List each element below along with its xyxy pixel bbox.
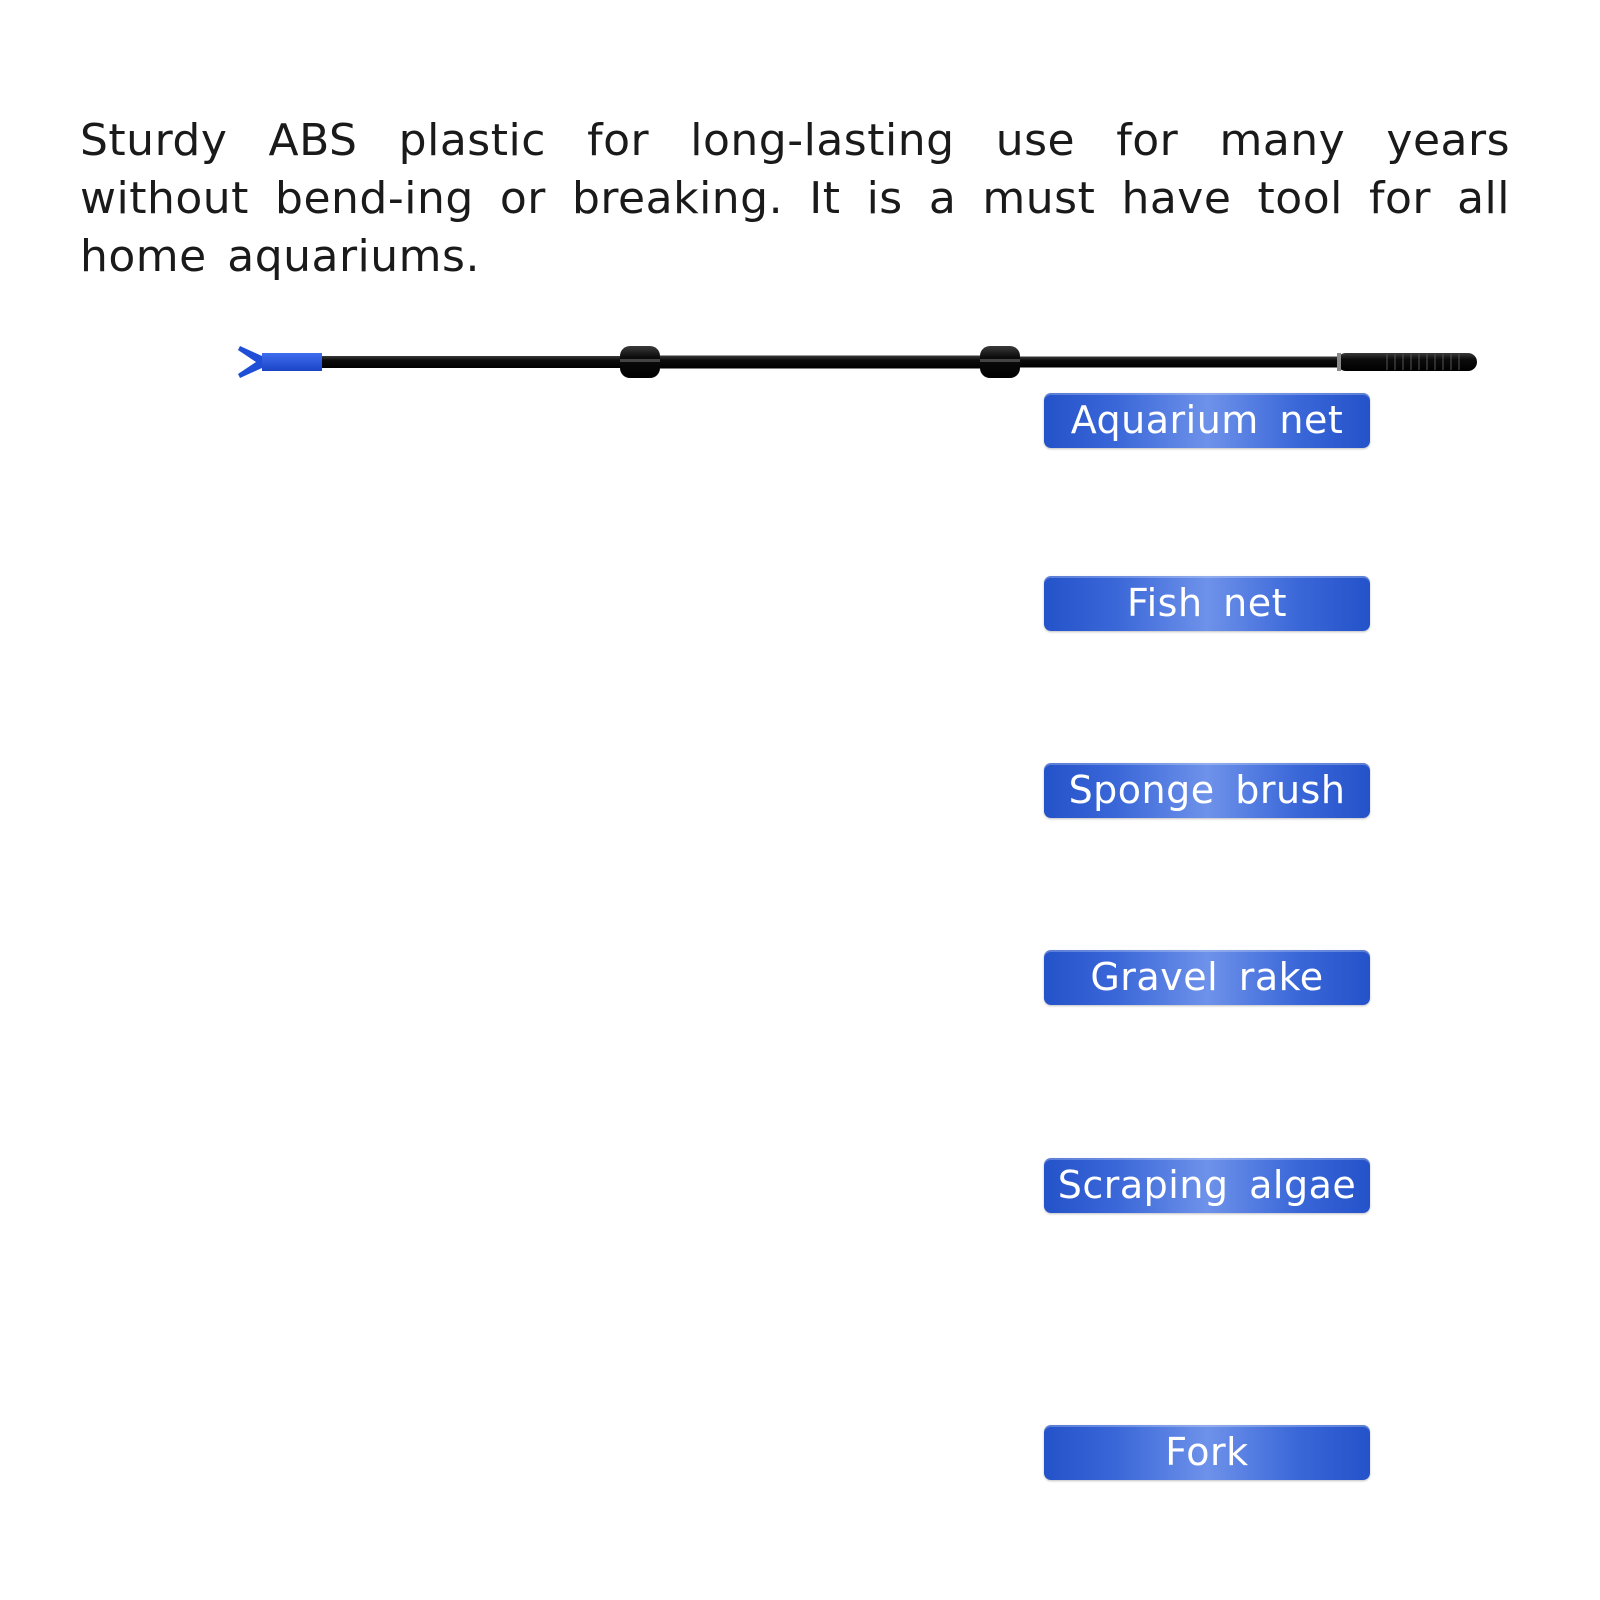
tool-label-4: Scraping algae	[1044, 1158, 1370, 1213]
tool-label-2: Sponge brush	[1044, 763, 1370, 818]
tool-label-1: Fish net	[1044, 576, 1370, 631]
tool-label-5: Fork	[1044, 1425, 1370, 1480]
tool-label-0: Aquarium net	[1044, 393, 1370, 448]
fork-head-icon	[238, 346, 322, 378]
product-description: Sturdy ABS plastic for long-lasting use …	[80, 115, 1510, 282]
tool-label-3: Gravel rake	[1044, 950, 1370, 1005]
tool-aquarium-net	[238, 345, 1478, 379]
